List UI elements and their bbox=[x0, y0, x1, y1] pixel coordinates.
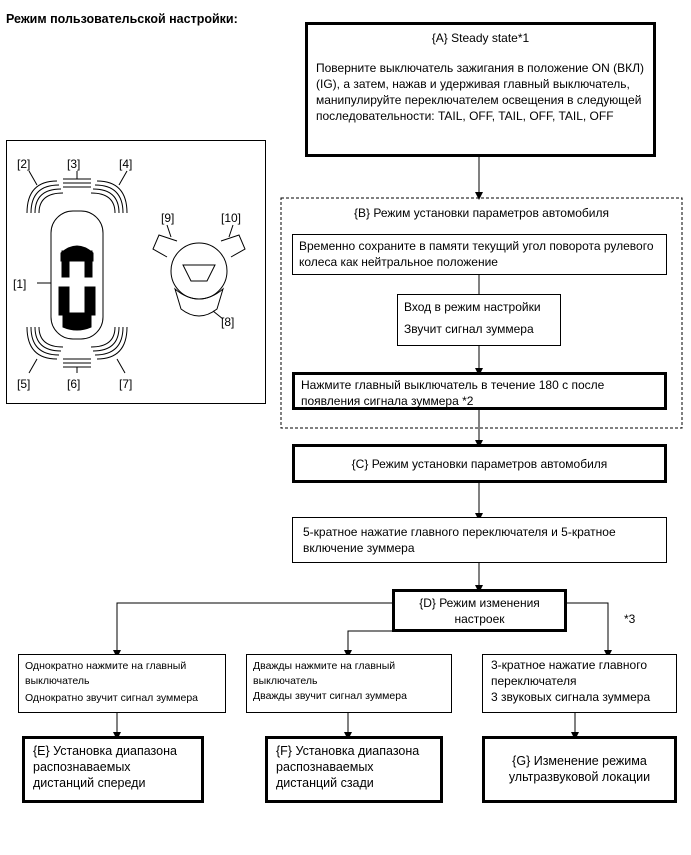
label-3: [3] bbox=[67, 157, 81, 171]
c-step-five-press: 5-кратное нажатие главного переключателя… bbox=[292, 517, 667, 563]
state-g-box: {G} Изменение режима ультразвуковой лока… bbox=[482, 736, 677, 803]
state-a-title: {A} Steady state*1 bbox=[431, 31, 530, 45]
label-9: [9] bbox=[161, 211, 175, 225]
label-2: [2] bbox=[17, 157, 31, 171]
g-step-line2: 3 звуковых сигнала зуммера bbox=[491, 690, 651, 704]
f-step-line2: Дважды звучит сигнал зуммера bbox=[253, 690, 407, 702]
label-4: [4] bbox=[119, 157, 133, 171]
state-a-text: Поверните выключатель зажигания в положе… bbox=[316, 61, 644, 123]
state-f-box: {F} Установка диапазона распознаваемых д… bbox=[265, 736, 443, 803]
sensor-diagram-panel: [2] [3] [4] [1] [5] [6] [7] [9] [10] [8] bbox=[6, 140, 266, 404]
state-e-box: {E} Установка диапазона распознаваемых д… bbox=[22, 736, 204, 803]
b-step-press-main-switch: Нажмите главный выключатель в течение 18… bbox=[292, 372, 667, 410]
e-step-line2: Однократно звучит сигнал зуммера bbox=[25, 692, 198, 704]
state-b-title: {B} Режим установки параметров автомобил… bbox=[354, 206, 609, 220]
g-step-box: 3-кратное нажатие главного переключателя… bbox=[482, 654, 677, 713]
state-d-title: {D} Режим изменения настроек bbox=[419, 596, 540, 626]
f-step-box: Дважды нажмите на главный выключатель Дв… bbox=[246, 654, 452, 713]
label-6: [6] bbox=[67, 377, 81, 391]
state-d-box: {D} Режим изменения настроек bbox=[392, 589, 567, 632]
e-step-line1: Однократно нажмите на главный выключател… bbox=[25, 660, 187, 687]
state-c-box: {C} Режим установки параметров автомобил… bbox=[292, 444, 667, 483]
b-step-neutral: Временно сохраните в памяти текущий угол… bbox=[292, 234, 667, 275]
label-8: [8] bbox=[221, 315, 235, 329]
label-10: [10] bbox=[221, 211, 242, 225]
e-step-box: Однократно нажмите на главный выключател… bbox=[18, 654, 226, 713]
vehicle-sensor-diagram bbox=[26, 170, 246, 374]
g-step-line1: 3-кратное нажатие главного переключателя bbox=[491, 658, 648, 688]
b-step-enter-setup: Вход в режим настройки Звучит сигнал зум… bbox=[397, 294, 561, 346]
state-a-box: {A} Steady state*1 Поверните выключатель… bbox=[305, 22, 656, 157]
page-title: Режим пользовательской настройки: bbox=[6, 12, 238, 26]
f-step-line1: Дважды нажмите на главный выключатель bbox=[253, 660, 396, 687]
b-step-enter-line2: Звучит сигнал зуммера bbox=[404, 322, 534, 336]
state-c-title: {C} Режим установки параметров автомобил… bbox=[351, 457, 608, 471]
label-1: [1] bbox=[13, 277, 27, 291]
label-7: [7] bbox=[119, 377, 133, 391]
label-5: [5] bbox=[17, 377, 31, 391]
car-body-outline bbox=[50, 210, 104, 340]
note-3: *3 bbox=[624, 612, 636, 626]
b-step-enter-line1: Вход в режим настройки bbox=[404, 300, 541, 314]
